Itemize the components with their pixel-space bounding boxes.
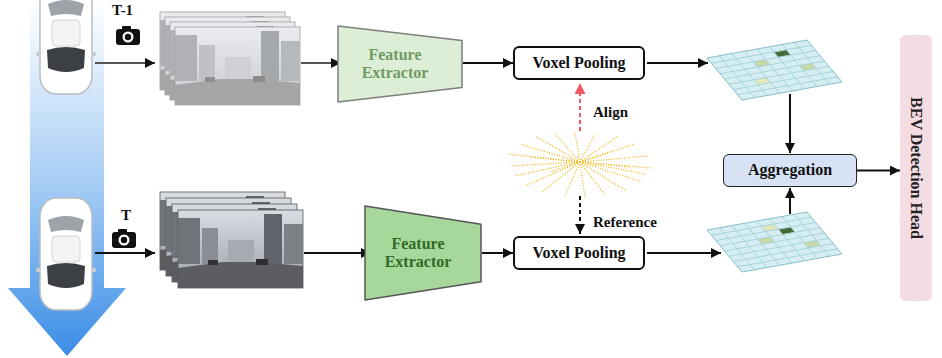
point-ray <box>542 162 580 192</box>
image-stack <box>160 12 300 105</box>
node-text: Voxel Pooling <box>532 244 625 262</box>
grid-border <box>707 212 842 272</box>
node-text: Aggregation <box>748 161 832 179</box>
feature-extractor: Feature Extractor <box>364 205 482 301</box>
input-arrow <box>95 252 155 254</box>
reference-arrow <box>579 196 581 234</box>
car-icon <box>36 0 96 94</box>
grid-lines <box>707 212 842 272</box>
point-ray <box>580 162 605 195</box>
flow-arrow <box>301 62 341 64</box>
point-ray <box>514 162 580 176</box>
point-ray <box>555 134 580 162</box>
grid-lines <box>707 40 842 100</box>
process-box: Voxel Pooling <box>513 46 645 80</box>
camera-image <box>178 210 303 288</box>
bev-grid <box>707 40 842 100</box>
grid-ground <box>707 212 842 272</box>
point-ray <box>580 162 585 197</box>
point-ray <box>580 162 652 168</box>
aggregation-box: Aggregation <box>723 154 857 187</box>
detection-head: BEV Detection Head <box>900 35 932 301</box>
flow-arrow <box>482 252 513 254</box>
camera-icon <box>116 26 140 45</box>
align-arrow <box>579 83 581 131</box>
flow-arrow <box>857 170 900 172</box>
flow-arrow <box>463 62 513 64</box>
flow-arrow <box>304 252 371 254</box>
car-icon <box>36 198 96 310</box>
point-cloud <box>508 133 652 197</box>
point-ray <box>580 162 630 167</box>
grid-ground <box>707 40 842 100</box>
point-ray <box>580 162 625 190</box>
node-text: Feature Extractor <box>349 46 441 83</box>
point-ray <box>580 162 642 182</box>
point-ray <box>580 136 618 162</box>
time-label: T-1 <box>112 2 133 19</box>
flow-arrow <box>789 188 791 214</box>
camera-icon <box>112 229 136 248</box>
point-ray <box>580 162 646 174</box>
point-ray <box>525 162 580 186</box>
node-text: BEV Detection Head <box>907 97 925 239</box>
point-ray <box>508 154 580 162</box>
image-stack <box>160 192 303 288</box>
point-ray <box>580 144 635 162</box>
point-ray <box>565 162 580 196</box>
trapezoid-outline <box>365 206 481 300</box>
flow-arrow <box>647 252 721 254</box>
trapezoid-outline <box>338 26 462 102</box>
feature-extractor: Feature Extractor <box>337 25 463 103</box>
point-ray <box>520 144 580 162</box>
point-ray <box>550 162 580 172</box>
point-ray <box>580 152 610 162</box>
camera-image <box>175 27 300 105</box>
grid-border <box>707 40 842 100</box>
node-text: Feature Extractor <box>376 235 460 272</box>
point-ray <box>530 157 580 162</box>
node-text: Voxel Pooling <box>532 54 625 72</box>
bev-grid <box>707 212 842 272</box>
flow-arrow <box>647 62 708 64</box>
point-ray <box>535 136 580 162</box>
arrow-label: Reference <box>593 214 657 231</box>
input-arrow <box>95 62 155 64</box>
point-ray <box>575 133 580 162</box>
time-label: T <box>121 207 131 224</box>
arrow-label: Align <box>593 104 628 121</box>
process-box: Voxel Pooling <box>513 236 645 270</box>
flow-arrow <box>789 94 791 153</box>
